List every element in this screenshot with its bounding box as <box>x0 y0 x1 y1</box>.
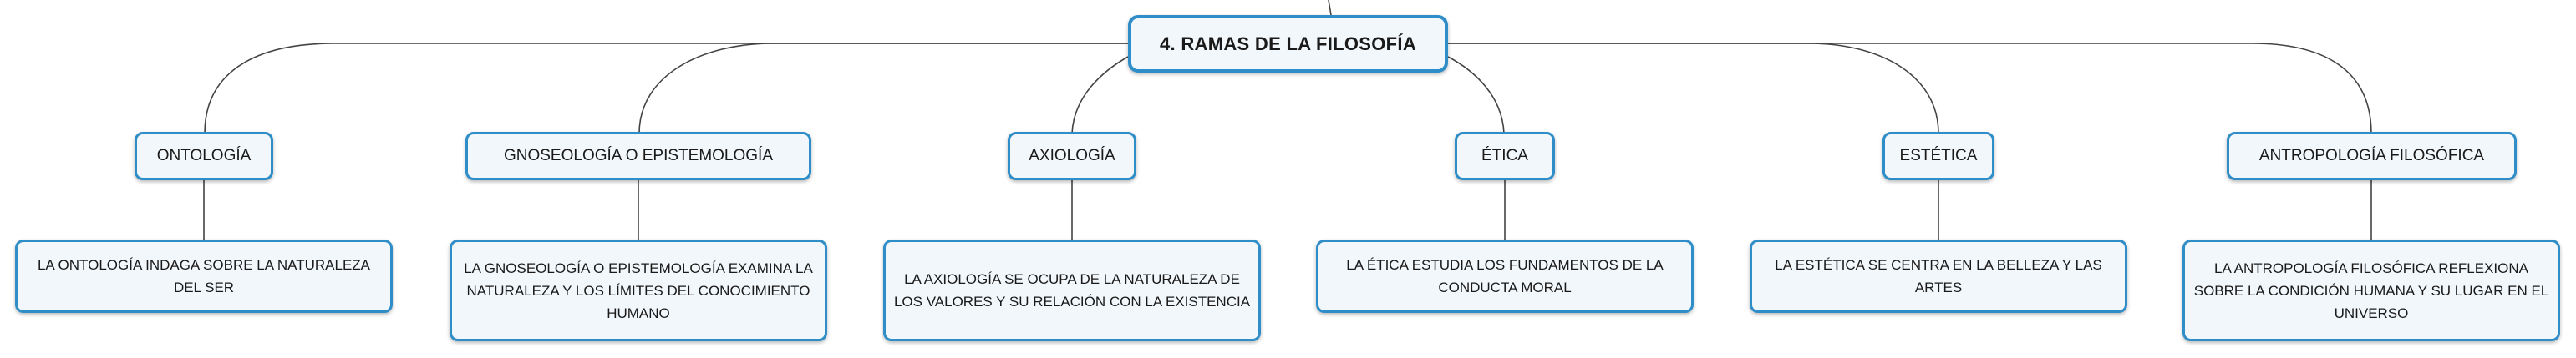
connector-to-parent <box>1328 0 1332 16</box>
leaf-etica[interactable]: LA ÉTICA ESTUDIA LOS FUNDAMENTOS DE LA C… <box>1316 240 1694 313</box>
connector-root-antropologia <box>1448 43 2372 134</box>
leaf-text: LA GNOSEOLOGÍA O EPISTEMOLOGÍA EXAMINA L… <box>464 260 813 321</box>
connector-root-estetica <box>1448 43 1939 134</box>
branch-etica[interactable]: ÉTICA <box>1455 132 1555 180</box>
connector-root-etica <box>1447 56 1505 134</box>
branch-label: GNOSEOLOGÍA O EPISTEMOLOGÍA <box>503 147 774 164</box>
branch-label: ANTROPOLOGÍA FILOSÓFICA <box>2258 147 2485 164</box>
branch-estetica[interactable]: ESTÉTICA <box>1882 132 1994 180</box>
leaf-text: LA ONTOLOGÍA INDAGA SOBRE LA NATURALEZA … <box>37 257 371 295</box>
branch-label: ONTOLOGÍA <box>156 147 252 164</box>
branch-gnoseologia[interactable]: GNOSEOLOGÍA O EPISTEMOLOGÍA <box>465 132 811 180</box>
connector-root-gnoseologia <box>638 43 1128 134</box>
leaf-axiologia[interactable]: LA AXIOLOGÍA SE OCUPA DE LA NATURALEZA D… <box>883 240 1261 341</box>
branch-axiologia[interactable]: AXIOLOGÍA <box>1008 132 1136 180</box>
leaf-gnoseologia[interactable]: LA GNOSEOLOGÍA O EPISTEMOLOGÍA EXAMINA L… <box>450 240 827 341</box>
branch-label: ESTÉTICA <box>1899 147 1978 164</box>
connector-root-ontologia <box>204 43 1128 134</box>
leaf-estetica[interactable]: LA ESTÉTICA SE CENTRA EN LA BELLEZA Y LA… <box>1750 240 2127 313</box>
leaf-text: LA ESTÉTICA SE CENTRA EN LA BELLEZA Y LA… <box>1775 257 2102 295</box>
branch-ontologia[interactable]: ONTOLOGÍA <box>135 132 273 180</box>
branch-label: ÉTICA <box>1481 147 1528 164</box>
branch-antropologia[interactable]: ANTROPOLOGÍA FILOSÓFICA <box>2227 132 2517 180</box>
connector-root-axiologia <box>1071 56 1129 134</box>
leaf-text: LA ANTROPOLOGÍA FILOSÓFICA REFLEXIONA SO… <box>2193 260 2549 321</box>
root-node[interactable]: 4. RAMAS DE LA FILOSOFÍA <box>1128 15 1448 73</box>
branch-label: AXIOLOGÍA <box>1029 147 1115 164</box>
root-label: 4. RAMAS DE LA FILOSOFÍA <box>1159 33 1417 54</box>
leaf-text: LA ÉTICA ESTUDIA LOS FUNDAMENTOS DE LA C… <box>1346 257 1664 295</box>
leaf-ontologia[interactable]: LA ONTOLOGÍA INDAGA SOBRE LA NATURALEZA … <box>15 240 393 313</box>
leaf-text: LA AXIOLOGÍA SE OCUPA DE LA NATURALEZA D… <box>893 271 1251 310</box>
leaf-antropologia[interactable]: LA ANTROPOLOGÍA FILOSÓFICA REFLEXIONA SO… <box>2182 240 2560 341</box>
